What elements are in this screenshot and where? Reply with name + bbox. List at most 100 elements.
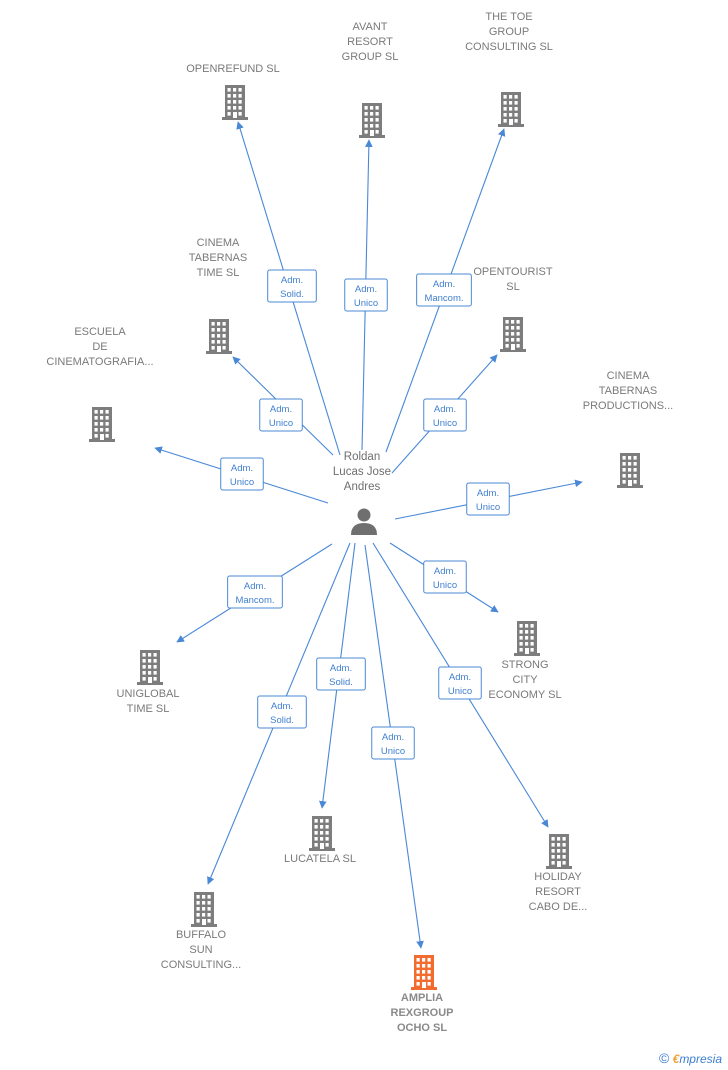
company-label-buffalo-line: BUFFALO — [176, 929, 227, 941]
role-badge-cinema-time[interactable]: Adm. Unico — [259, 398, 303, 432]
role-badge-avant[interactable]: Adm.Unico — [344, 278, 388, 312]
company-label-toe-line: THE TOE — [485, 11, 532, 23]
building-icon-cinema-prod[interactable] — [617, 453, 643, 488]
company-label-amplia-line: OCHO SL — [397, 1022, 447, 1034]
company-label-opentourist-line: OPENTOURIST — [473, 266, 553, 278]
building-icon-escuela[interactable] — [89, 407, 115, 442]
building-icon-buffalo[interactable] — [191, 892, 217, 927]
role-badge-holiday[interactable]: Adm. Unico — [438, 666, 482, 700]
company-label-cinema-prod-line: PRODUCTIONS... — [583, 400, 673, 412]
role-badge-lucatela[interactable]: Adm.Solid. — [316, 657, 366, 691]
building-icon-cinema-time[interactable] — [206, 319, 232, 354]
company-label-openrefund: OPENREFUND SL — [186, 63, 280, 75]
building-icon-avant[interactable] — [359, 103, 385, 138]
role-badge-escuela-text: Unico — [230, 477, 254, 488]
company-label-lucatela-line: LUCATELA SL — [284, 853, 356, 865]
building-icon-amplia[interactable] — [411, 955, 437, 990]
role-badge-opentourist[interactable]: Adm. Unico — [423, 398, 467, 432]
company-label-cinema-time: CINEMA TABERNAS TIME SL — [189, 237, 247, 279]
company-label-avant-line: GROUP SL — [342, 51, 399, 63]
role-labels: Adm.Solid.Adm.UnicoAdm.Mancom.Adm.UnicoA… — [220, 269, 510, 760]
role-badge-openrefund-text: Solid. — [280, 289, 304, 300]
company-label-cinema-time-line: TIME SL — [197, 267, 240, 279]
company-label-uniglobal: UNIGLOBAL TIME SL — [117, 688, 180, 715]
company-label-opentourist: OPENTOURIST SL — [473, 266, 553, 293]
company-label-cinema-time-line: CINEMA — [197, 237, 240, 249]
role-badge-escuela-text: Adm. — [231, 463, 253, 474]
company-label-uniglobal-line: TIME SL — [127, 703, 170, 715]
role-badge-holiday-text: Unico — [448, 686, 472, 697]
company-label-uniglobal-line: UNIGLOBAL — [117, 688, 180, 700]
role-badge-buffalo-text: Adm. — [271, 701, 293, 712]
role-badge-cinema-prod[interactable]: Adm. Unico — [466, 482, 510, 516]
company-label-cinema-prod-line: TABERNAS — [599, 385, 657, 397]
company-label-cinema-time-line: TABERNAS — [189, 252, 247, 264]
building-icon-opentourist[interactable] — [500, 317, 526, 352]
company-label-strong-line: STRONG — [501, 659, 548, 671]
role-badge-amplia[interactable]: Adm. Unico — [371, 726, 415, 760]
company-label-amplia: AMPLIA REXGROUP OCHO SL — [391, 992, 454, 1034]
role-badge-cinema-prod-text: Unico — [476, 502, 500, 513]
role-badge-buffalo[interactable]: Adm. Solid. — [257, 695, 307, 729]
company-label-strong-line: ECONOMY SL — [488, 689, 561, 701]
brand-footer: © €mpresia — [659, 1050, 722, 1066]
company-label-toe-line: CONSULTING SL — [465, 41, 553, 53]
role-badge-openrefund[interactable]: Adm. Solid. — [267, 269, 317, 303]
company-label-openrefund-line: OPENREFUND SL — [186, 63, 280, 75]
role-badge-uniglobal[interactable]: Adm. Mancom. — [227, 575, 283, 609]
role-badge-cinema-time-text: Adm. — [270, 404, 292, 415]
building-icon-toe[interactable] — [498, 92, 524, 127]
building-icon-uniglobal[interactable] — [137, 650, 163, 685]
company-label-lucatela: LUCATELA SL — [284, 853, 356, 865]
building-icon-holiday[interactable] — [546, 834, 572, 869]
person-name-line: Roldan — [344, 451, 380, 463]
person-icon[interactable] — [351, 508, 377, 536]
company-label-cinema-prod: CINEMA TABERNAS PRODUCTIONS... — [583, 370, 673, 412]
company-label-strong-line: CITY — [512, 674, 538, 686]
role-badge-amplia-text: Unico — [381, 746, 405, 757]
role-badge-escuela[interactable]: Adm. Unico — [220, 457, 264, 491]
building-icon-openrefund[interactable] — [222, 85, 248, 120]
role-badge-buffalo-text: Solid. — [270, 715, 294, 726]
person-name-line: Andres — [344, 481, 381, 493]
company-label-avant-line: RESORT — [347, 36, 393, 48]
company-label-strong: STRONG CITY ECONOMY SL — [488, 659, 561, 701]
company-label-amplia-line: REXGROUP — [391, 1007, 454, 1019]
role-badge-opentourist-text: Adm. — [434, 404, 456, 415]
company-label-buffalo-line: SUN — [189, 944, 212, 956]
role-badge-toe[interactable]: Adm. Mancom. — [416, 273, 472, 307]
role-badge-openrefund-text: Adm. — [281, 275, 303, 286]
building-icon-strong[interactable] — [514, 621, 540, 656]
building-icon-lucatela[interactable] — [309, 816, 335, 851]
role-badge-cinema-prod-text: Adm. — [477, 488, 499, 499]
role-badge-lucatela-text: Solid. — [329, 677, 353, 688]
role-badge-strong[interactable]: Adm.Unico — [423, 560, 467, 594]
role-badge-uniglobal-text: Adm. — [244, 581, 266, 592]
company-label-buffalo: BUFFALO SUN CONSULTING... — [161, 929, 241, 971]
company-nodes: OPENREFUND SL AVANT RESORT GROUP SL THE TOEG… — [46, 11, 673, 1034]
company-label-escuela-line: DE — [92, 341, 107, 353]
role-badge-toe-text: Mancom. — [424, 293, 463, 304]
company-label-buffalo-line: CONSULTING... — [161, 959, 241, 971]
company-label-cinema-prod-line: CINEMA — [607, 370, 650, 382]
company-label-avant-line: AVANT — [352, 21, 387, 33]
brand-name: mpresia — [679, 1052, 722, 1066]
copyright-icon: © — [658, 1050, 670, 1066]
company-label-escuela-line: CINEMATOGRAFIA... — [46, 356, 153, 368]
role-badge-strong-text: Adm. — [434, 566, 456, 577]
role-badge-amplia-text: Adm. — [382, 732, 404, 743]
role-badge-cinema-time-text: Unico — [269, 418, 293, 429]
company-label-opentourist-line: SL — [506, 281, 519, 293]
role-badge-holiday-text: Adm. — [449, 672, 471, 683]
company-label-holiday-line: RESORT — [535, 886, 581, 898]
person-name-line: Lucas Jose — [333, 466, 391, 478]
role-badge-toe-text: Adm. — [433, 279, 455, 290]
role-badge-uniglobal-text: Mancom. — [235, 595, 274, 606]
role-badge-opentourist-text: Unico — [433, 418, 457, 429]
company-label-amplia-line: AMPLIA — [401, 992, 443, 1004]
